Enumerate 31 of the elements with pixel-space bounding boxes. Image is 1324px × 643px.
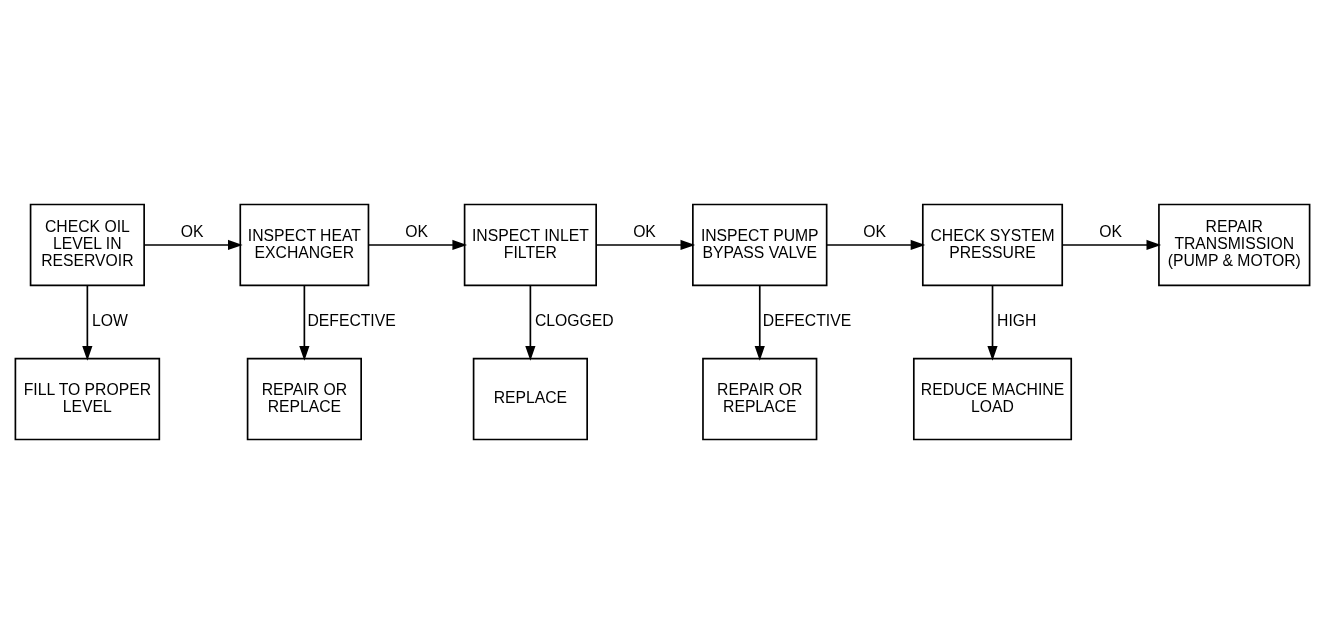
- arrow: [1061, 239, 1161, 250]
- arrow: [825, 239, 925, 250]
- edge-label: OK: [404, 222, 428, 240]
- edge-label: OK: [1098, 222, 1122, 240]
- node-box: INSPECT PUMP BYPASS VALVE: [691, 203, 827, 286]
- edge-label: OK: [862, 222, 886, 240]
- node-box: INSPECT INLET FILTER: [463, 203, 597, 286]
- arrow: [524, 284, 535, 361]
- node-box: REPLACE: [472, 357, 588, 440]
- node-box: CHECK SYSTEM PRESSURE: [921, 203, 1063, 286]
- node-box: REPAIR OR REPLACE: [701, 357, 817, 440]
- arrow: [81, 284, 92, 361]
- arrow: [986, 284, 998, 361]
- edge-label: LOW: [91, 311, 128, 329]
- node-box: CHECK OIL LEVEL IN RESERVOIR: [29, 203, 145, 286]
- edge-label: CLOGGED: [534, 311, 614, 329]
- node-box: REPAIR TRANSMISSION (PUMP & MOTOR): [1157, 203, 1310, 286]
- node-box: INSPECT HEAT EXCHANGER: [238, 203, 369, 286]
- node-box: REDUCE MACHINE LOAD: [912, 357, 1072, 440]
- edge-label: HIGH: [996, 311, 1036, 329]
- edge-label: DEFECTIVE: [306, 311, 396, 329]
- node-box: FILL TO PROPER LEVEL: [14, 357, 160, 440]
- arrow: [367, 239, 467, 250]
- edge-label: DEFECTIVE: [762, 311, 851, 329]
- edge-label: OK: [180, 222, 204, 240]
- edge-label: OK: [632, 222, 656, 240]
- node-box: REPAIR OR REPLACE: [246, 357, 362, 440]
- arrow: [595, 239, 695, 250]
- arrow: [298, 284, 309, 361]
- arrow: [143, 239, 243, 250]
- arrow: [754, 284, 765, 361]
